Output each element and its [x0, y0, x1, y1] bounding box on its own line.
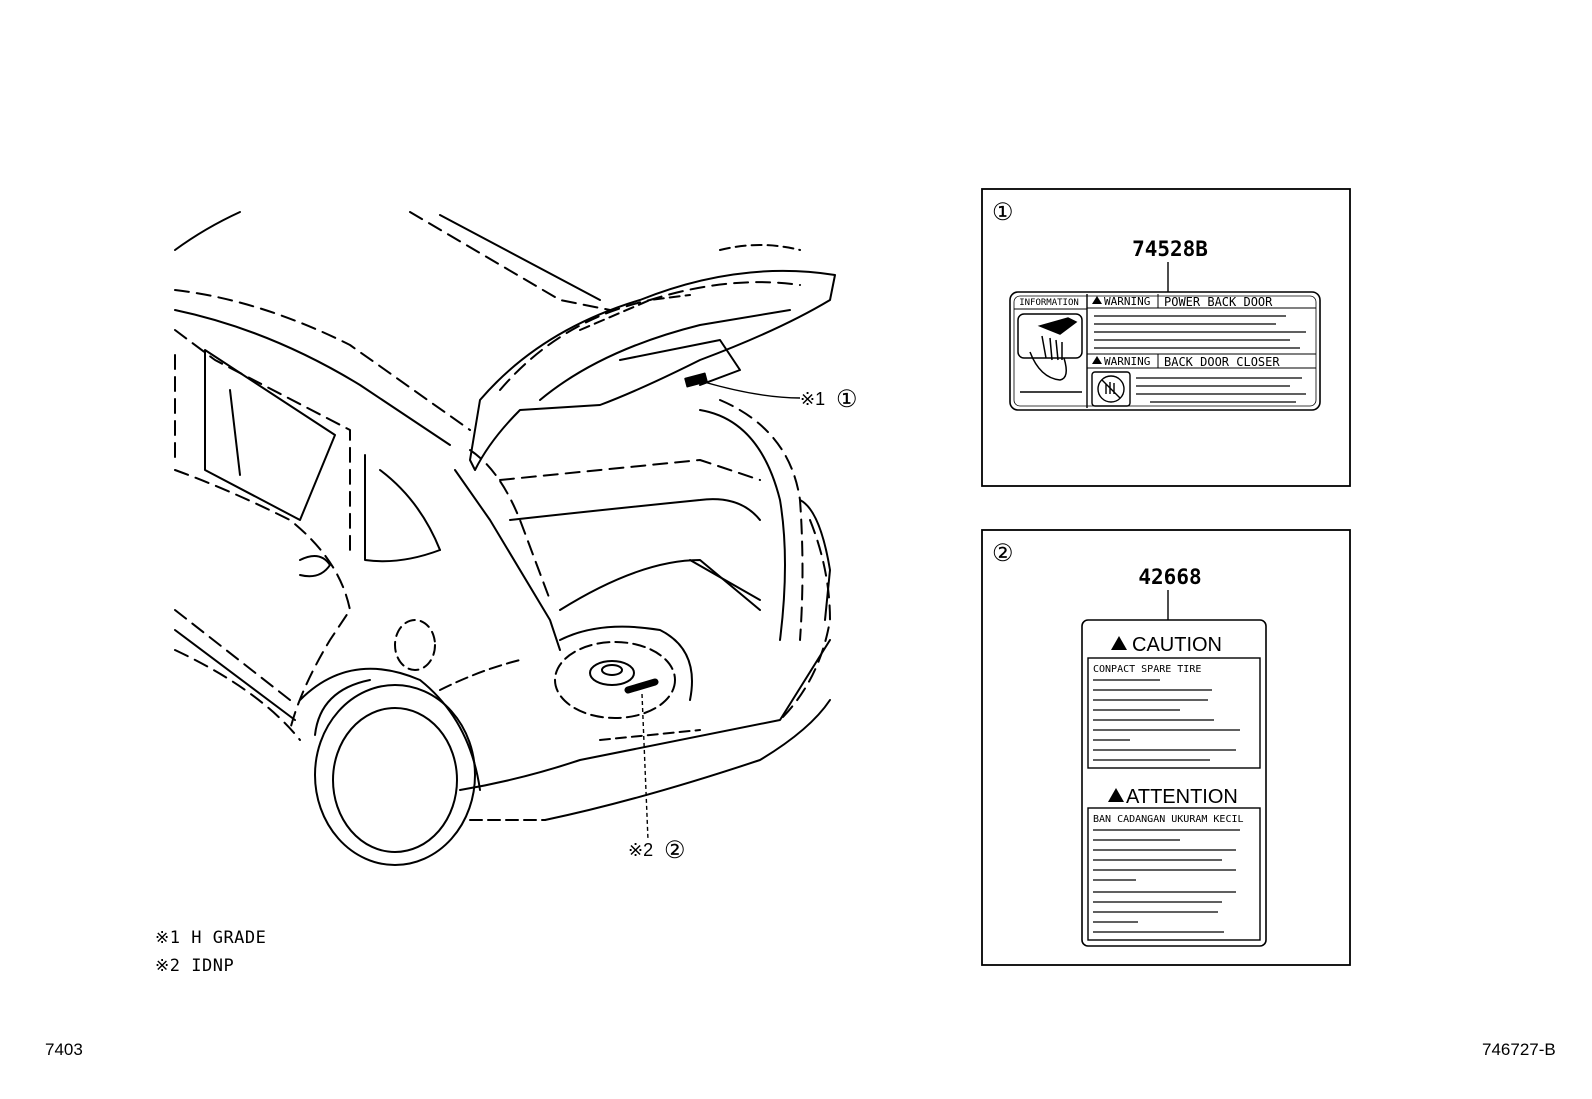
panel-2-part-number: 42668 [1138, 565, 1201, 589]
note-1-text: H GRADE [191, 928, 267, 948]
caution-title: CAUTION [1132, 634, 1222, 656]
diagram-code-right: 746727-B [1482, 1040, 1556, 1059]
panel-2-index: ② [992, 540, 1014, 567]
hand-press-icon [1017, 313, 1083, 393]
info-label: INFORMATION [1019, 298, 1079, 308]
note-2-text: IDNP [191, 956, 235, 976]
attention-text: BAN CADANGAN UKURAM KECIL [1093, 814, 1244, 825]
panel-1-part-number: 74528B [1132, 237, 1208, 261]
warning-triangle-icon [1092, 296, 1102, 304]
no-hand-icon [1091, 371, 1131, 407]
callout-2-mark: ※2 [628, 840, 653, 860]
warning-2-title: BACK DOOR CLOSER [1164, 355, 1280, 369]
attention-title: ATTENTION [1126, 786, 1238, 808]
warning-1-word: WARNING [1104, 295, 1150, 308]
leader-lines [641, 381, 801, 841]
panel-1: ① 74528B INFORMATION WARNING POWER BACK … [981, 188, 1351, 487]
callout-1-mark: ※1 [800, 389, 825, 409]
label-42668: CAUTION CONPACT SPARE TIRE ATTENTION BAN… [1081, 619, 1267, 947]
warning-1-title: POWER BACK DOOR [1164, 295, 1273, 309]
panel-2: ② 42668 CAUTION CONPACT SPARE TIRE ATTEN… [981, 529, 1351, 966]
note-1-mark: ※1 [155, 928, 181, 948]
callout-1-number: ① [836, 386, 858, 413]
warning-2-word: WARNING [1104, 355, 1150, 368]
caution-text: CONPACT SPARE TIRE [1093, 664, 1201, 675]
caution-triangle-icon [1111, 636, 1127, 650]
note-2-mark: ※2 [155, 956, 181, 976]
note-1: ※1 H GRADE [155, 928, 266, 948]
vehicle-illustration [174, 211, 836, 866]
warning-triangle-icon [1092, 356, 1102, 364]
attention-triangle-icon [1108, 788, 1124, 802]
label-74528b: INFORMATION WARNING POWER BACK DOOR [1009, 291, 1321, 411]
note-2: ※2 IDNP [155, 956, 234, 976]
callout-2-number: ② [664, 837, 686, 864]
panel-1-index: ① [992, 199, 1014, 226]
page-code-left: 7403 [45, 1040, 83, 1059]
